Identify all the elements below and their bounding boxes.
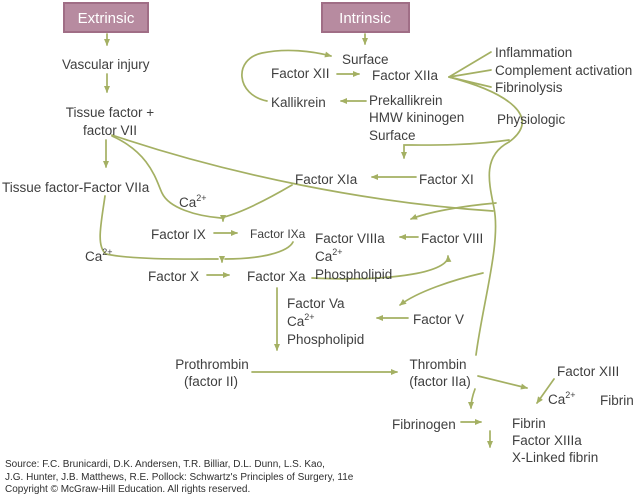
curve-ixa-to-x-junction [224,241,294,260]
node-factor-xia: Factor XIa [295,172,358,187]
curve-tf-ca-to-ix-junction [111,135,222,219]
node-prothrombin-line2: (factor II) [184,374,238,389]
ca-superscript: 2+ [304,312,314,322]
node-inflammation: Inflammation [495,45,572,60]
arrow-feedback-to-viii-activation [410,202,497,220]
ca-base: Ca [315,249,333,264]
node-physiologic: Physiologic [497,112,566,127]
node-ca-viiia: Ca2+ [315,247,343,264]
ca-superscript: 2+ [102,247,112,257]
ca-base: Ca [179,195,197,210]
intrinsic-box-label: Intrinsic [339,10,391,27]
node-prothrombin-line1: Prothrombin [175,357,249,372]
node-tissue-factor-line1: Tissue factor + [66,105,155,120]
node-thrombin-line1: Thrombin [409,357,466,372]
arrow-kallikrein-loop-to-surface [241,49,332,102]
node-hmw-kininogen: HMW kininogen [369,110,464,125]
node-fibrinogen: Fibrinogen [392,417,456,432]
node-fibrinolysis: Fibrinolysis [495,80,563,95]
source-attribution-line2: J.G. Hunter, J.B. Matthews, R.E. Pollock… [5,472,354,483]
arrow-xiii-down-to-fibrin [536,378,555,404]
node-factor-xii: Factor XII [271,66,330,81]
node-factor-ixa: Factor IXa [250,227,306,241]
arrow-surface-to-xi-activation [401,139,510,159]
node-surface-top: Surface [342,52,389,67]
arrow-layer [99,33,555,448]
node-tissue-factor-factor-viia: Tissue factor-Factor VIIa [2,180,150,195]
node-factor-x: Factor X [148,269,199,284]
curve-tfviia-ca-to-x-junction [99,195,219,260]
node-phospholipid-va: Phospholipid [287,332,364,347]
source-attribution-line1: Source: F.C. Brunicardi, D.K. Andersen, … [5,459,325,470]
curve-xia-to-ix-junction [223,184,293,218]
node-factor-xiii: Factor XIII [557,364,619,379]
arrow-thrombin-to-xiii-ca [477,375,528,390]
node-ca-va: Ca2+ [287,312,315,329]
node-fibrin: Fibrin [512,416,546,431]
arrow-feedback-to-v-activation [399,272,484,306]
arrow-thrombin-down-to-fibrinogen-conversion [468,388,476,409]
ca-superscript: 2+ [332,247,342,257]
extrinsic-box [63,2,149,33]
curve-tf-diagonal-to-right [111,134,494,212]
node-factor-ix: Factor IX [151,227,206,242]
ca-superscript: 2+ [196,193,206,203]
node-factor-xi: Factor XI [419,172,474,187]
node-complement-activation: Complement activation [495,63,632,78]
node-ca-left: Ca2+ [85,247,113,264]
node-ca-bottom: Ca2+ [548,390,576,407]
line-xiia-to-inflammation [448,51,492,78]
node-factor-viiia: Factor VIIIa [315,231,385,246]
node-factor-va: Factor Va [287,296,345,311]
intrinsic-box [321,2,410,33]
node-vascular-injury: Vascular injury [62,57,150,72]
node-prekallikrein: Prekallikrein [369,93,443,108]
node-factor-viii: Factor VIII [421,231,483,246]
extrinsic-box-label: Extrinsic [78,10,135,27]
node-factor-v: Factor V [413,312,464,327]
node-thrombin-line2: (factor IIa) [409,374,471,389]
node-tissue-factor-line2: factor VII [83,123,137,138]
ca-superscript: 2+ [565,390,575,400]
node-ca-upper: Ca2+ [179,193,207,210]
node-factor-xa: Factor Xa [247,269,306,284]
node-xlinked-fibrin: X-Linked fibrin [512,450,598,465]
node-kallikrein: Kallikrein [271,95,326,110]
node-factor-xiia: Factor XIIa [372,68,439,83]
node-phospholipid-viiia: Phospholipid [315,267,392,282]
curve-xiia-physiologic [448,76,523,143]
ca-base: Ca [287,314,305,329]
source-attribution-line3: Copyright © McGraw-Hill Education. All r… [5,484,250,495]
node-surface-mid: Surface [369,128,416,143]
ca-base: Ca [548,392,566,407]
node-factor-xiiia: Factor XIIIa [512,433,582,448]
arrow-xa-to-factor-viii [311,255,452,280]
ca-base: Ca [85,249,103,264]
line-xiia-to-complement [448,69,492,78]
node-fibrin-right: Fibrin [600,393,634,408]
curve-feedback-main-down-to-thrombin [475,141,510,356]
